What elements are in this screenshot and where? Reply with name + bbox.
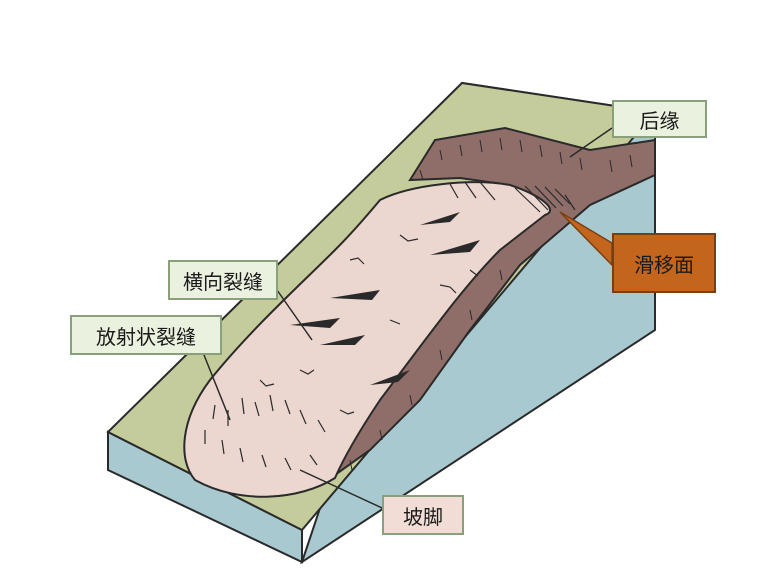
label-slip-surface: 滑移面: [612, 233, 716, 293]
slip-surface-striations: [449, 181, 576, 213]
label-rear-edge: 后缘: [612, 100, 707, 138]
radial-cracks: [204, 234, 479, 471]
label-transverse-cracks: 横向裂缝: [168, 260, 278, 300]
label-radial-cracks: 放射状裂缝: [70, 315, 222, 355]
scarp-hatching: [349, 137, 633, 471]
leader-lines: [199, 127, 613, 509]
transverse-cracks: [290, 212, 480, 385]
label-slope-toe: 坡脚: [382, 495, 464, 535]
